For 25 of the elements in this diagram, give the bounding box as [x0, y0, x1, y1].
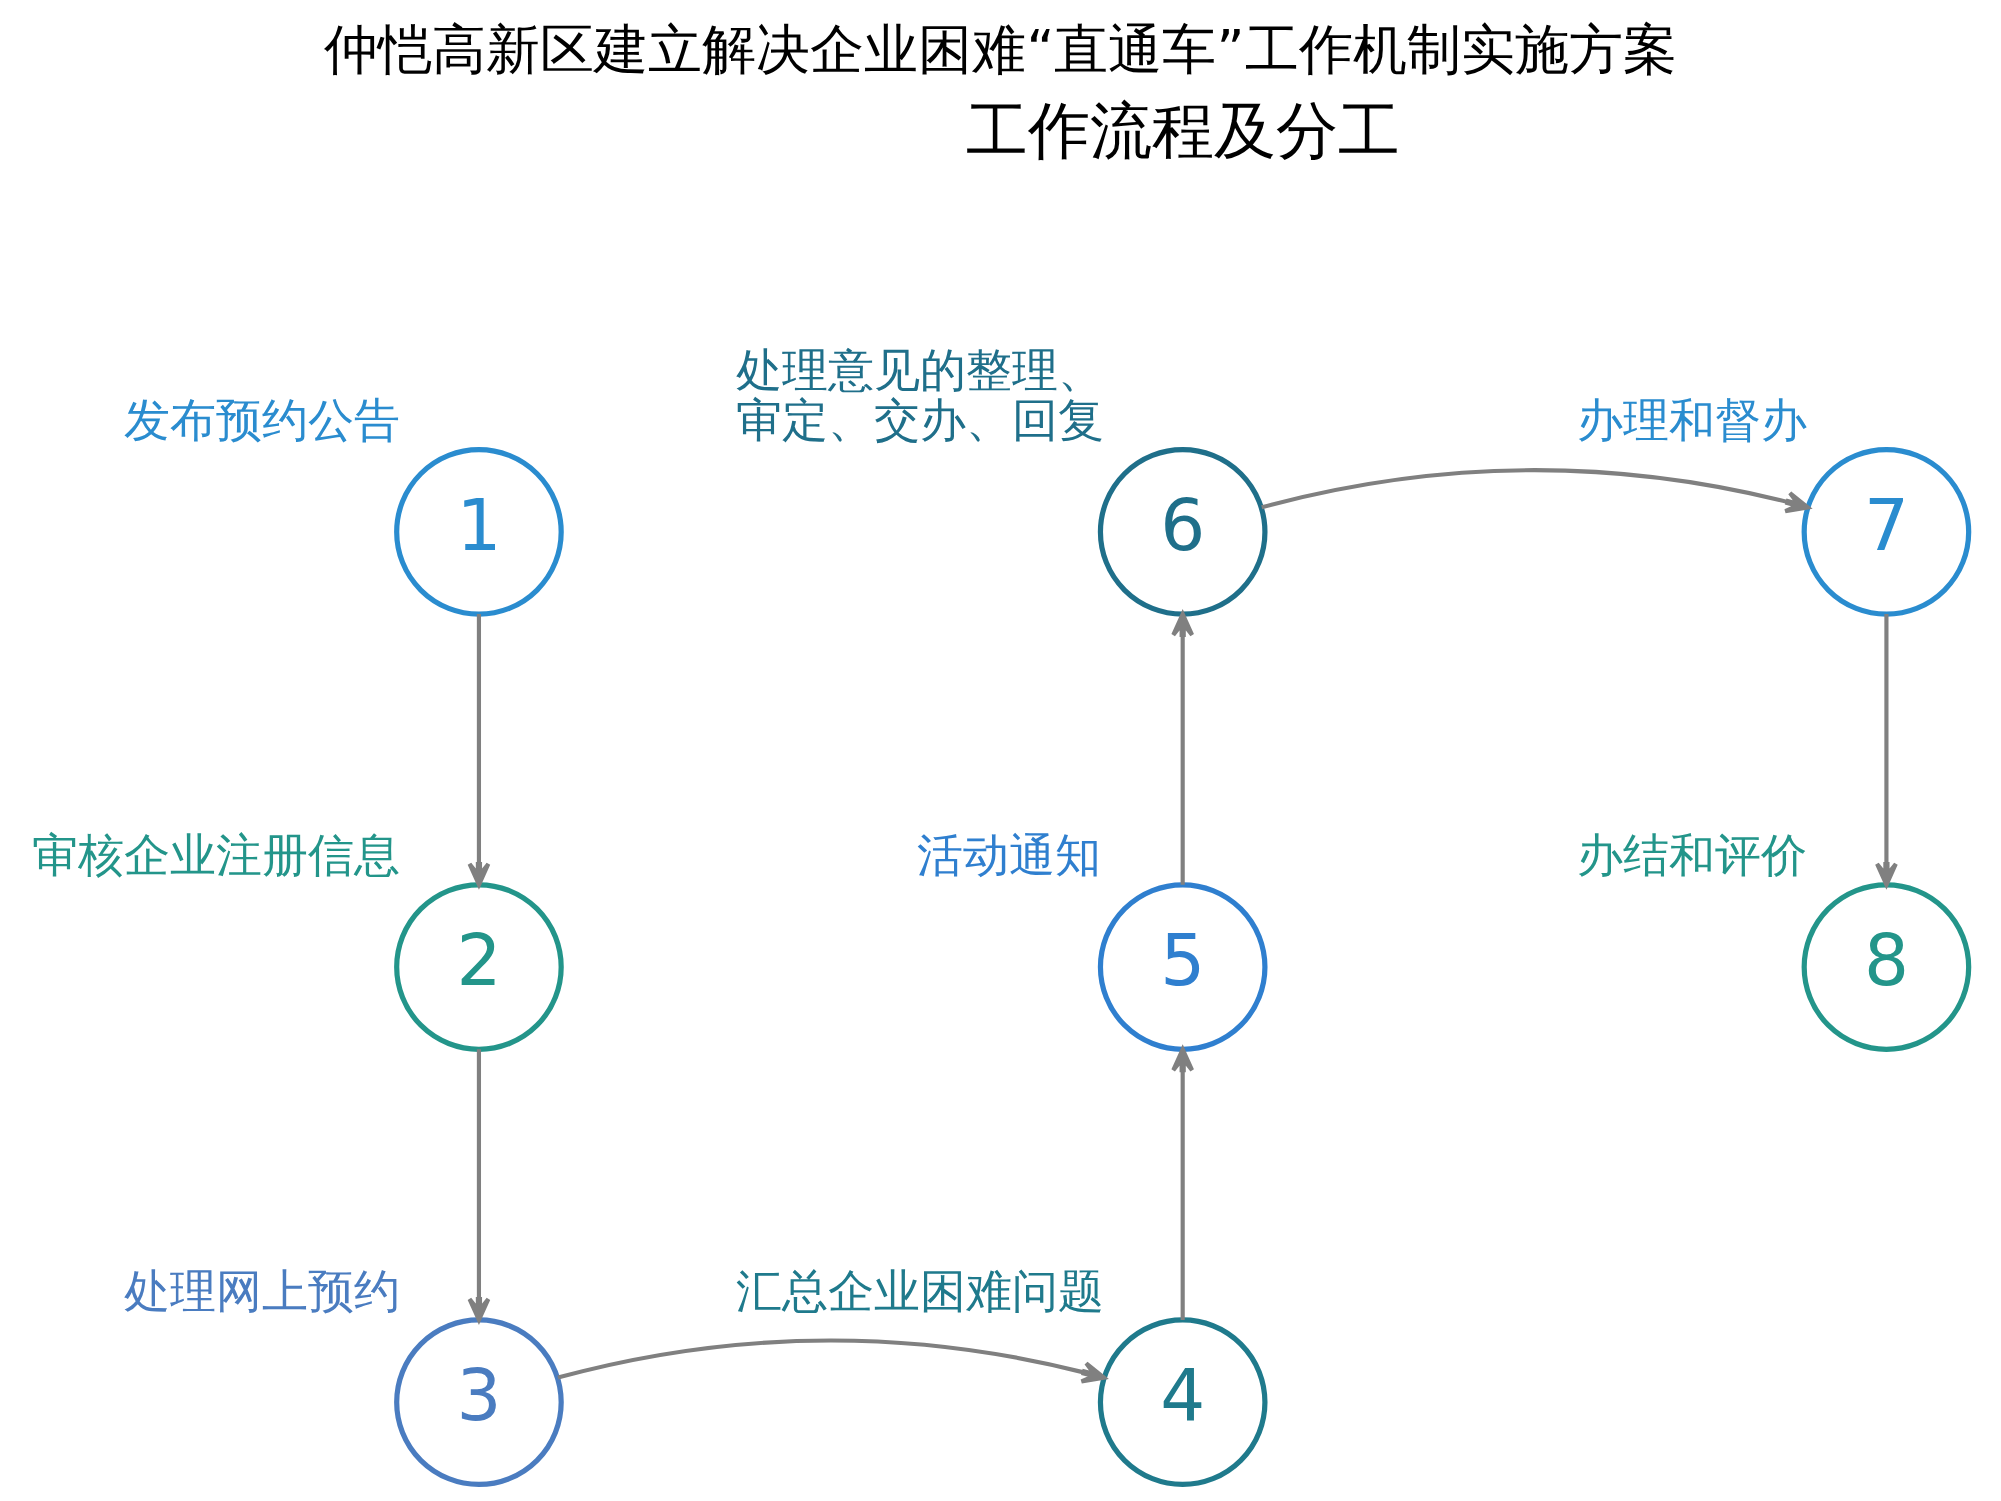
node-circle: 8: [1801, 882, 1972, 1052]
arrow: [467, 1049, 491, 1323]
node-circle: 5: [1097, 882, 1268, 1052]
node-label: 汇总企业困难问题: [736, 1263, 1105, 1318]
arrow: [1171, 1047, 1195, 1320]
arrow: [557, 1338, 1107, 1384]
node-circle: 6: [1097, 447, 1268, 617]
node-label: 办结和评价: [1577, 828, 1808, 883]
node-label: 审核企业注册信息: [32, 828, 401, 883]
node-circle: 4: [1097, 1317, 1268, 1488]
arrow: [1875, 614, 1898, 887]
node-label: 办理和督办: [1577, 393, 1808, 448]
diagram-title: 仲恺高新区建立解决企业困难“直通车”工作机制实施方案: [324, 18, 1677, 82]
node-circle: 1: [394, 447, 564, 617]
arrow: [467, 614, 491, 887]
node-circle: 3: [394, 1317, 564, 1488]
arrow: [1171, 612, 1195, 885]
node-circle: 7: [1801, 447, 1972, 617]
node-label: 处理意见的整理、审定、交办、回复: [736, 343, 1105, 448]
label: 工作流程及分工: [965, 93, 1400, 167]
node-label: 活动通知: [917, 828, 1102, 883]
node-label: 处理网上预约: [123, 1263, 400, 1318]
node-label: 发布预约公告: [123, 393, 400, 448]
node-circle: 2: [394, 882, 564, 1052]
arrow: [1261, 468, 1810, 514]
